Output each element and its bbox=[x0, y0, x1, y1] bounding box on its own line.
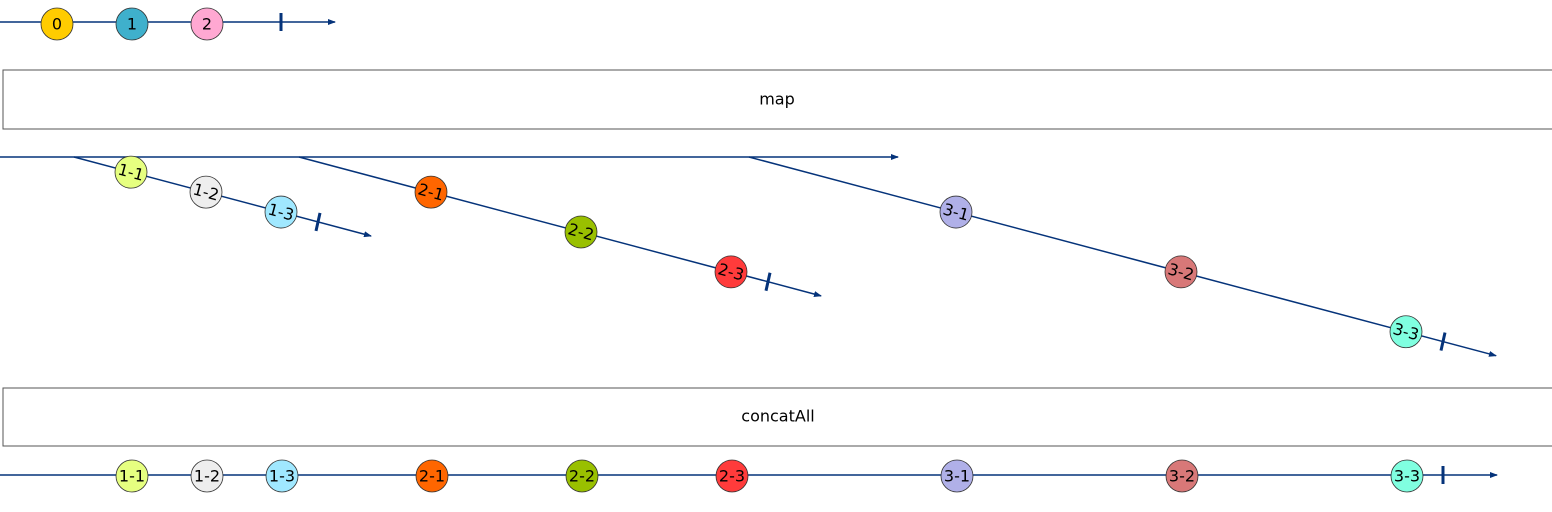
output-marble-circle bbox=[115, 459, 149, 493]
output-marble: 3-3 bbox=[1390, 459, 1424, 493]
output-marble-label: 3-2 bbox=[1169, 467, 1195, 486]
inner-stream-line bbox=[748, 156, 1497, 357]
output-marble: 1-2 bbox=[190, 459, 224, 493]
inner-marble: 1-3 bbox=[264, 195, 298, 229]
inner-marble: 2-1 bbox=[414, 175, 448, 209]
source-marble: 1 bbox=[115, 7, 149, 41]
inner-marble-circle bbox=[189, 175, 223, 209]
output-marble-label: 2-1 bbox=[419, 467, 445, 486]
output-timeline: 1-1 1-2 1-3 2-1 2-2 2-3 3-1 3-2 3-3 bbox=[0, 459, 1498, 493]
output-marble: 1-1 bbox=[115, 459, 149, 493]
source-marble-label: 1 bbox=[127, 15, 137, 34]
higher-order-timeline: 1-1 1-2 1-3 2-1 2-2 2-3 3-1 3-2 3-3 bbox=[0, 154, 1497, 357]
source-marble-circle bbox=[115, 7, 149, 41]
source-marble-circle bbox=[190, 7, 224, 41]
output-marble-circle bbox=[190, 459, 224, 493]
output-marble-circle bbox=[415, 459, 449, 493]
output-marble: 1-3 bbox=[265, 459, 299, 493]
output-marble-label: 3-3 bbox=[1394, 467, 1420, 486]
output-marble: 2-3 bbox=[715, 459, 749, 493]
source-marble: 0 bbox=[40, 7, 74, 41]
inner-marble-circle bbox=[264, 195, 298, 229]
inner-marble-circle bbox=[714, 255, 748, 289]
inner-stream: 1-1 1-2 1-3 bbox=[73, 155, 372, 238]
output-marble-circle bbox=[565, 459, 599, 493]
output-marble-label: 1-3 bbox=[269, 467, 295, 486]
source-marble-label: 0 bbox=[52, 15, 62, 34]
inner-marble-circle bbox=[414, 175, 448, 209]
output-marbles: 1-1 1-2 1-3 2-1 2-2 2-3 3-1 3-2 3-3 bbox=[115, 459, 1424, 493]
map-operator-label: map bbox=[759, 90, 795, 109]
inner-marble: 3-3 bbox=[1389, 315, 1423, 349]
output-marble-label: 2-2 bbox=[569, 467, 595, 486]
inner-marble-circle bbox=[114, 155, 148, 189]
output-marble: 2-2 bbox=[565, 459, 599, 493]
output-marble-label: 1-1 bbox=[119, 467, 145, 486]
output-marble-circle bbox=[940, 459, 974, 493]
inner-marble: 1-2 bbox=[189, 175, 223, 209]
output-marble-circle bbox=[715, 459, 749, 493]
inner-streams: 1-1 1-2 1-3 2-1 2-2 2-3 3-1 3-2 3-3 bbox=[73, 155, 1497, 357]
inner-marble-circle bbox=[939, 195, 973, 229]
map-operator-box: map bbox=[2, 69, 1552, 130]
inner-stream-complete-marker bbox=[1439, 332, 1447, 351]
source-marble-circle bbox=[40, 7, 74, 41]
concatall-operator-frame bbox=[2, 387, 1552, 447]
inner-marble-circle bbox=[564, 215, 598, 249]
inner-marble: 2-3 bbox=[714, 255, 748, 289]
output-marble-label: 3-1 bbox=[944, 467, 970, 486]
source-marble: 2 bbox=[190, 7, 224, 41]
inner-marble-circle bbox=[1164, 255, 1198, 289]
output-marble-label: 1-2 bbox=[194, 467, 220, 486]
source-marbles: 0 1 2 bbox=[40, 7, 224, 41]
inner-marble: 1-1 bbox=[114, 155, 148, 189]
inner-stream-complete-marker bbox=[764, 272, 772, 292]
inner-marble: 3-1 bbox=[939, 195, 973, 229]
source-marble-label: 2 bbox=[202, 15, 212, 34]
concatall-operator-box: concatAll bbox=[2, 387, 1552, 447]
output-marble-circle bbox=[1165, 459, 1199, 493]
output-marble: 2-1 bbox=[415, 459, 449, 493]
inner-marble: 2-2 bbox=[564, 215, 598, 249]
output-marble-label: 2-3 bbox=[719, 467, 745, 486]
map-operator-frame bbox=[2, 69, 1552, 130]
source-timeline: 0 1 2 bbox=[0, 7, 336, 41]
inner-stream: 3-1 3-2 3-3 bbox=[748, 156, 1497, 357]
concatall-operator-label: concatAll bbox=[741, 407, 814, 426]
inner-stream: 2-1 2-2 2-3 bbox=[298, 156, 822, 297]
output-marble-circle bbox=[1390, 459, 1424, 493]
output-marble: 3-2 bbox=[1165, 459, 1199, 493]
output-marble: 3-1 bbox=[940, 459, 974, 493]
inner-marble: 3-2 bbox=[1164, 255, 1198, 289]
output-marble-circle bbox=[265, 459, 299, 493]
inner-stream-complete-marker bbox=[314, 212, 322, 232]
inner-marble-circle bbox=[1389, 315, 1423, 349]
